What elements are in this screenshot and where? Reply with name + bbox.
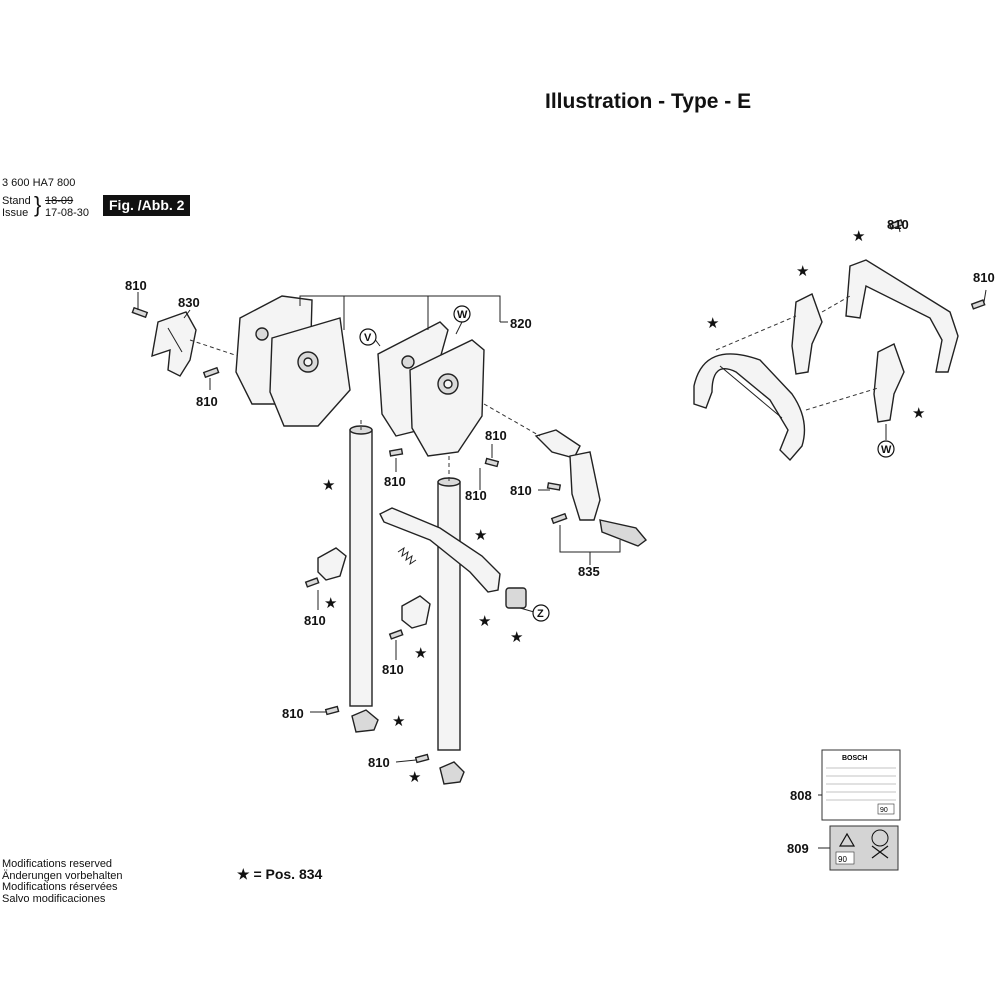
type-plate-808-part: BOSCH 90 xyxy=(821,749,901,821)
callout-labels: 810 830 810 820 810 810 810 810 835 810 … xyxy=(125,217,995,856)
callout-810: 810 xyxy=(382,662,404,677)
stand-value: 18-09 xyxy=(45,195,74,207)
star-icon: ★ xyxy=(324,595,337,612)
brace-glyph: } xyxy=(34,192,42,217)
grip-insert-upper-part xyxy=(791,293,823,375)
star-icon: ★ xyxy=(510,629,523,646)
callout-810: 810 xyxy=(125,278,147,293)
screws-group xyxy=(304,219,986,764)
star-markers: ★ ★ ★ ★ ★ ★ ★ ★ ★ ★ ★ ★ xyxy=(322,228,925,786)
sticker-brand: BOSCH xyxy=(842,755,867,762)
star-icon: ★ xyxy=(796,263,809,280)
star-icon: ★ xyxy=(414,645,427,662)
note-fr: Modifications réservées xyxy=(2,881,118,893)
star-icon: ★ xyxy=(912,405,925,422)
stand-label: Stand xyxy=(2,195,31,207)
svg-text:Z: Z xyxy=(537,608,544,620)
callout-810: 810 xyxy=(887,217,909,232)
issue-label: Issue xyxy=(2,207,29,219)
carry-handle-part xyxy=(693,353,806,462)
callout-810: 810 xyxy=(510,483,532,498)
screw-part xyxy=(131,306,220,379)
clamp-upper-part xyxy=(317,547,347,581)
foot-left-part xyxy=(351,709,379,733)
part-number: 3 600 HA7 800 xyxy=(2,177,76,189)
callout-808: 808 xyxy=(790,788,812,803)
diagram-title: Illustration - Type - E xyxy=(545,90,752,113)
star-icon: ★ xyxy=(706,315,719,332)
housing-820-right-part xyxy=(377,321,485,457)
svg-text:W: W xyxy=(881,444,892,456)
warning-label-809-part: 90 xyxy=(829,825,899,871)
callout-835: 835 xyxy=(578,564,600,579)
spring-part xyxy=(397,546,417,566)
circle-marker-w-top: W xyxy=(453,305,471,323)
callout-820: 820 xyxy=(510,316,532,331)
clip-830-part xyxy=(151,311,197,377)
star-icon: ★ xyxy=(474,527,487,544)
star-icon: ★ xyxy=(408,769,421,786)
clamp-lower-part xyxy=(401,595,431,629)
figure-label: Fig. /Abb. 2 xyxy=(103,195,191,216)
callout-810: 810 xyxy=(973,270,995,285)
note-en: Modifications reserved xyxy=(2,858,113,870)
modifications-notes: Modifications reserved Änderungen vorbeh… xyxy=(2,858,123,905)
callout-810: 810 xyxy=(465,488,487,503)
leader-lines xyxy=(137,221,987,849)
callout-830: 830 xyxy=(178,295,200,310)
circle-marker-v: V xyxy=(359,328,377,346)
callout-810: 810 xyxy=(485,428,507,443)
tube-right-part xyxy=(437,477,461,751)
handle-bracket-part xyxy=(845,259,959,373)
callout-810: 810 xyxy=(282,706,304,721)
svg-text:W: W xyxy=(457,309,468,321)
svg-text:V: V xyxy=(364,332,372,344)
latch-lever-part xyxy=(379,507,501,593)
star-legend: ★ = Pos. 834 xyxy=(237,866,323,882)
callout-809: 809 xyxy=(787,841,809,856)
sticker-value-808: 90 xyxy=(880,807,888,814)
circle-marker-z: Z xyxy=(532,604,550,622)
callout-810: 810 xyxy=(304,613,326,628)
callout-810: 810 xyxy=(384,474,406,489)
note-es: Salvo modificaciones xyxy=(2,892,106,905)
circle-marker-w-right: W xyxy=(877,440,895,458)
tube-left-part xyxy=(349,425,373,707)
grip-insert-lower-part xyxy=(873,343,905,423)
callout-810: 810 xyxy=(196,394,218,409)
issue-value: 17-08-30 xyxy=(45,207,90,219)
callout-810: 810 xyxy=(368,755,390,770)
foot-right-part xyxy=(439,761,465,785)
sticker-value-809: 90 xyxy=(838,855,847,864)
star-icon: ★ xyxy=(478,613,491,630)
star-icon: ★ xyxy=(852,228,865,245)
star-icon: ★ xyxy=(392,713,405,730)
crank-handle-835-part xyxy=(534,429,648,547)
button-z-part xyxy=(505,587,527,609)
note-de: Änderungen vorbehalten xyxy=(2,869,123,882)
star-icon: ★ xyxy=(322,477,335,494)
housing-820-left-part xyxy=(235,295,351,427)
